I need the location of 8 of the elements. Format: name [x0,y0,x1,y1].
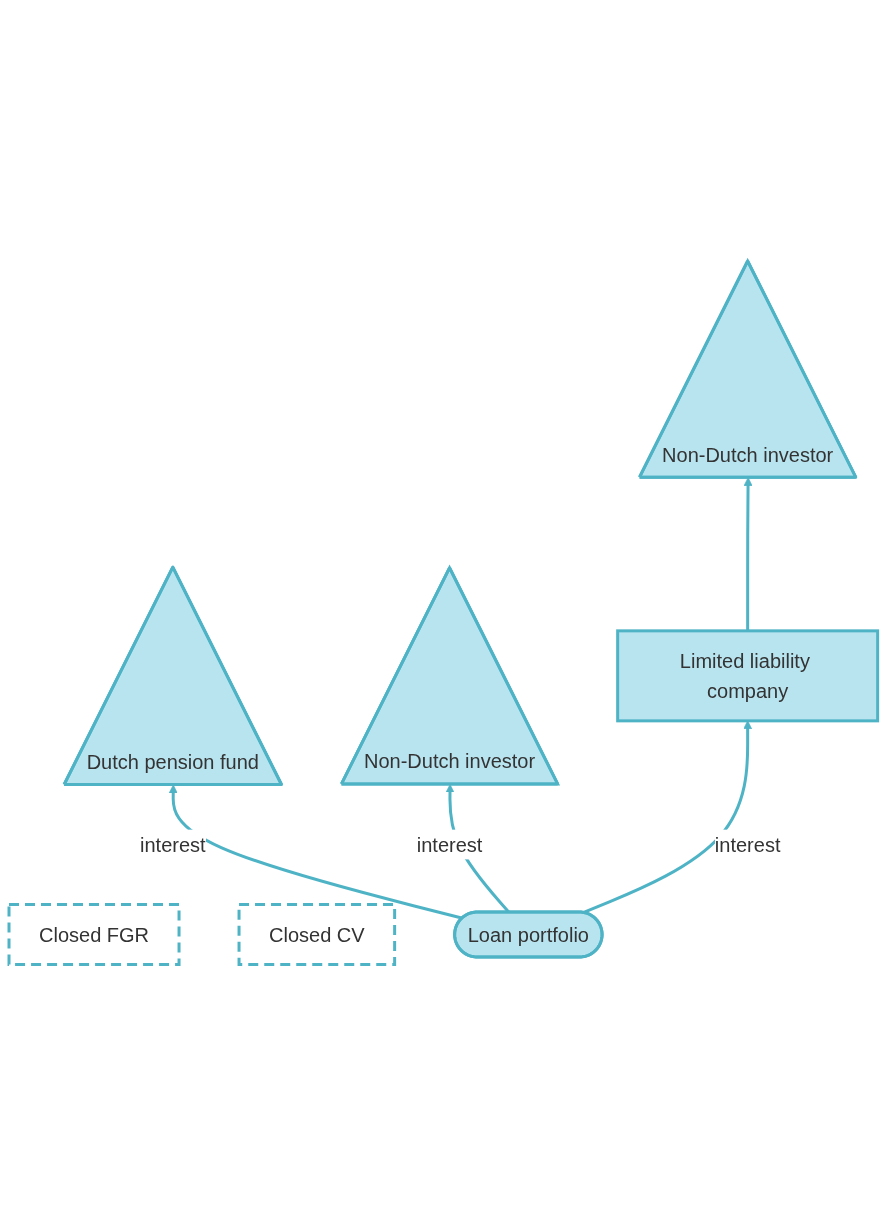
arrow [169,784,464,920]
node-box: Closed FGR [7,902,181,966]
node-box: Closed CV [237,902,397,966]
edge-label: interest [715,833,781,856]
edge-label: interest [140,833,206,856]
edge-label: interest [416,833,483,856]
node-box: Limited liability company [616,629,880,723]
arrow [743,477,753,631]
